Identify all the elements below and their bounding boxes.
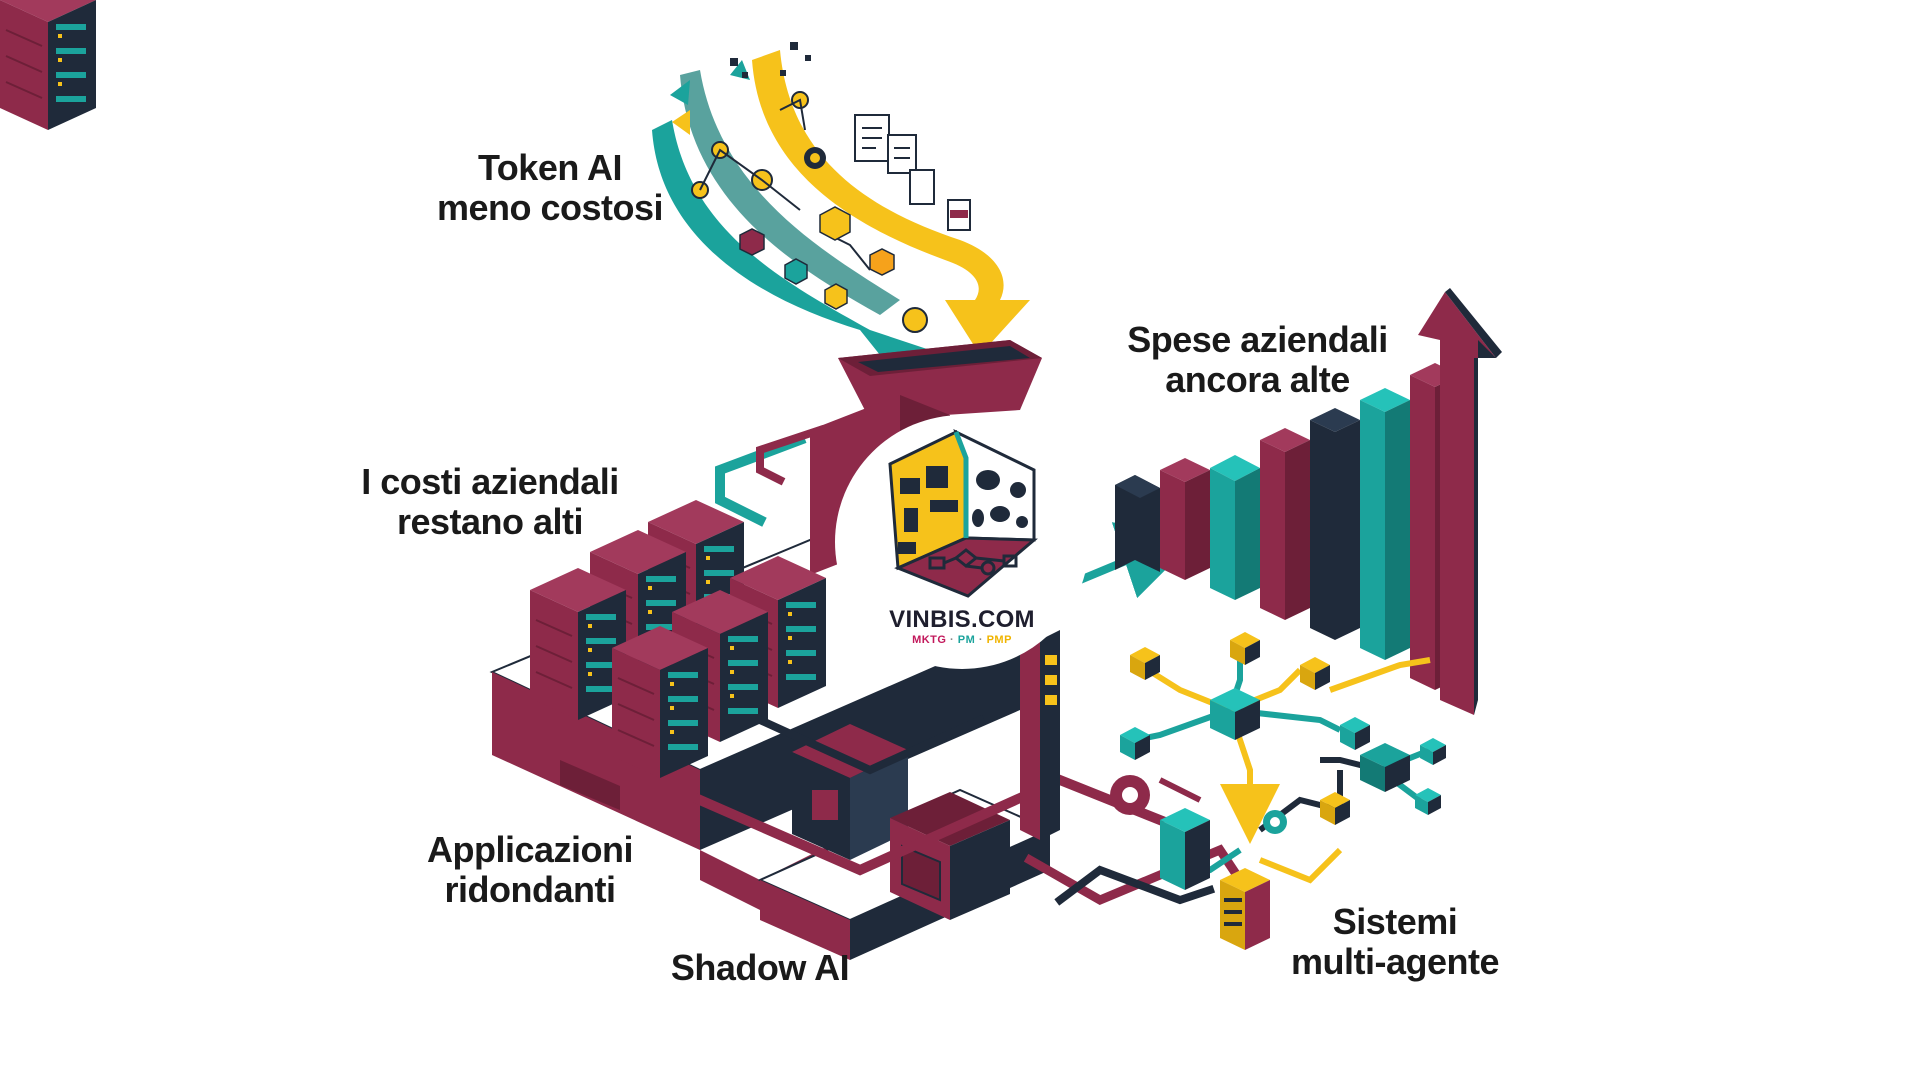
- logo-tagline: MKTG · PM · PMP: [838, 634, 1086, 646]
- label-costi-aziendali: I costi aziendali restano alti: [361, 461, 619, 542]
- logo-tagline-separator: ·: [978, 634, 983, 646]
- logo-tagline-mktg: MKTG: [912, 634, 947, 646]
- label-token-ai: Token AI meno costosi: [436, 147, 664, 228]
- vinbis-logo: VINBIS.COM MKTG · PM · PMP: [838, 418, 1086, 666]
- logo-tagline-pm: PM: [957, 634, 976, 646]
- logo-cube-icon: [888, 428, 1038, 598]
- token-streams: [652, 42, 1030, 380]
- logo-name: VINBIS.COM: [889, 606, 1035, 633]
- server-racks: [0, 0, 827, 779]
- logo-tagline-separator: ·: [950, 634, 955, 646]
- logo-tagline-pmp: PMP: [986, 634, 1012, 646]
- label-sistemi-multi-agente: Sistemi multi-agente: [1290, 901, 1500, 982]
- shadow-ai-boxes: [792, 724, 1010, 920]
- label-spese-aziendali: Spese aziendali ancora alte: [1127, 319, 1388, 400]
- label-shadow-ai: Shadow AI: [670, 947, 850, 988]
- central-tower: [1020, 630, 1060, 840]
- agent-network: [1110, 632, 1446, 950]
- rising-bars: [1115, 288, 1502, 715]
- label-applicazioni-ridondanti: Applicazioni ridondanti: [426, 829, 634, 910]
